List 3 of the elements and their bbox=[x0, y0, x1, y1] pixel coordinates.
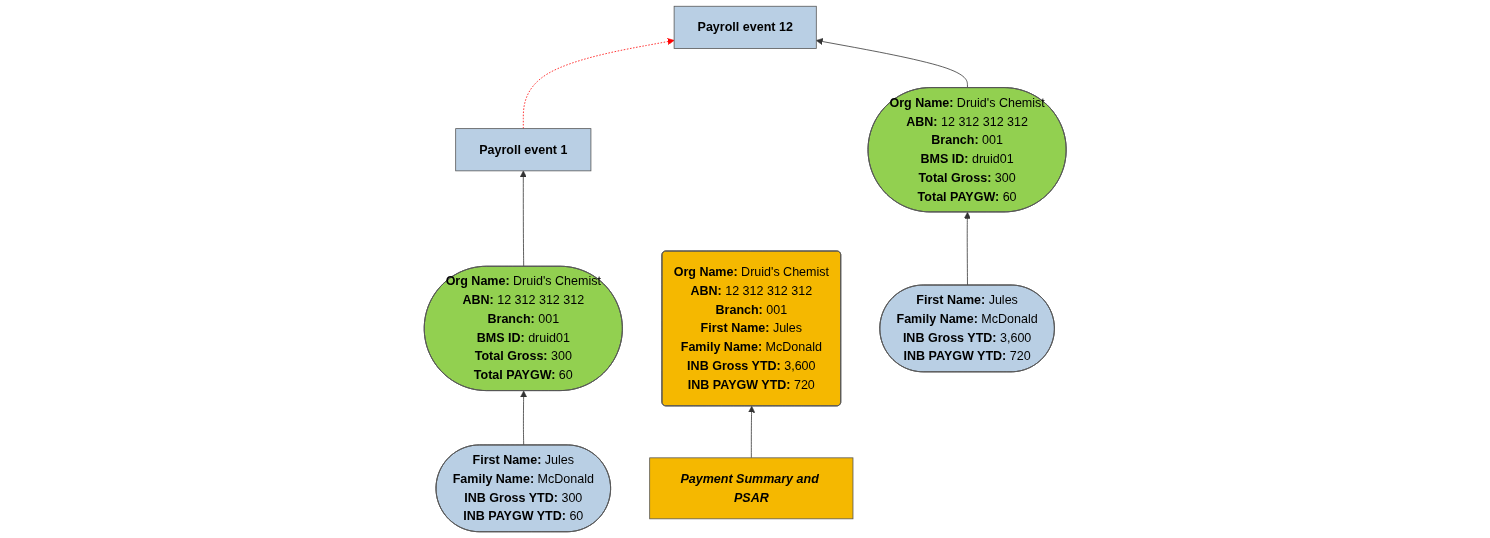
node-box: Payroll event 12 bbox=[673, 5, 817, 49]
node-box: Payroll event 1 bbox=[455, 128, 592, 172]
node-box: Payment Summary and PSAR bbox=[649, 457, 854, 520]
